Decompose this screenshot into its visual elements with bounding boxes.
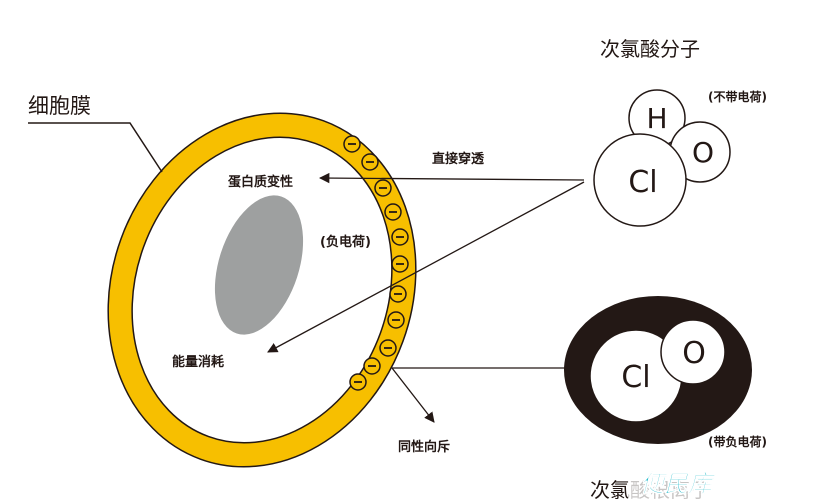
chlorine-symbol-clo: Cl (621, 360, 650, 395)
hocl-molecule: H O Cl (593, 89, 731, 227)
membrane-outer-edge (107, 112, 417, 468)
hocl-title: 次氯酸分子 (600, 37, 700, 61)
watermark: 便民库 (640, 470, 716, 498)
oxygen-atom-clo (660, 319, 726, 385)
arrow-same-charge-repel (391, 367, 435, 423)
oxygen-symbol-clo: O (682, 336, 706, 371)
hydrogen-symbol: H (646, 102, 667, 135)
negative-charges (343, 135, 409, 391)
clo-ion: Cl O (564, 296, 752, 444)
cell-membrane-label: 细胞膜 (28, 94, 91, 118)
same-charge-repel-label: 同性向斥 (398, 439, 450, 455)
chlorine-atom-hocl (593, 133, 687, 227)
protein-denaturation-label: 蛋白质变性 (228, 174, 293, 190)
energy-consumption-label: 能量消耗 (172, 354, 224, 370)
direct-penetration-label: 直接穿透 (432, 151, 484, 167)
cell-nucleus (214, 195, 304, 335)
cell-membrane-leader-line (28, 122, 163, 173)
chlorine-symbol-hocl: Cl (628, 165, 657, 200)
hocl-charge-label: (不带电荷) (708, 89, 767, 104)
membrane-inner-edge (131, 136, 393, 444)
clo-charge-label: (带负电荷) (708, 434, 767, 449)
arrow-direct-penetration (318, 172, 585, 184)
negative-charge-label: (负电荷) (320, 234, 371, 250)
cell-membrane-ring (108, 113, 416, 467)
oxygen-symbol-hocl: O (692, 136, 714, 169)
arrow-energy-consumption (267, 181, 585, 353)
watermark-backdrop (628, 468, 748, 501)
